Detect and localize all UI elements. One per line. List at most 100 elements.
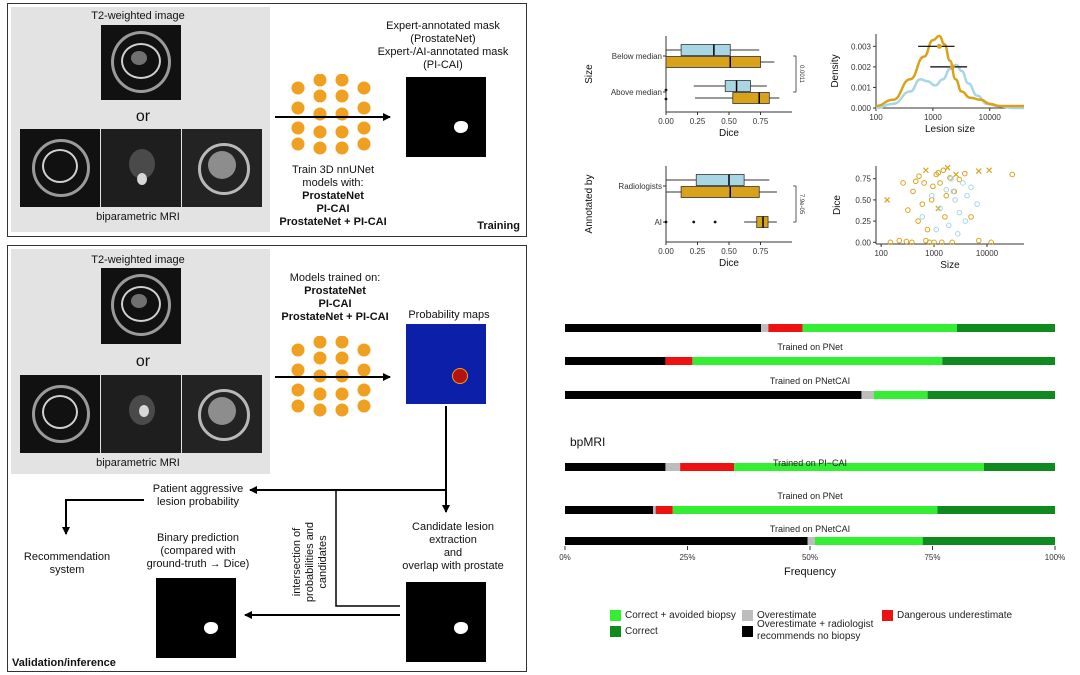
training-mask-label-2: (ProstateNet) xyxy=(410,33,476,45)
scatter-point xyxy=(964,192,970,199)
scatter-point xyxy=(976,237,982,244)
network-node xyxy=(313,141,327,155)
network-node xyxy=(291,399,305,413)
x-tick-label: 0% xyxy=(559,553,571,562)
training-bp-image-t2 xyxy=(20,129,100,207)
median-point xyxy=(936,43,942,49)
y-tick-label: Above median xyxy=(611,88,662,97)
x-tick-label: 75% xyxy=(924,553,940,562)
x-tick-label: 25% xyxy=(679,553,695,562)
scatter-point xyxy=(915,218,921,224)
median-point xyxy=(949,64,955,70)
scatter-point xyxy=(986,167,993,174)
network-node xyxy=(291,137,305,151)
network-node xyxy=(357,363,371,377)
network-node xyxy=(291,121,305,135)
bar-segment-black xyxy=(565,357,666,365)
legend-swatch-correct xyxy=(610,626,621,637)
scatter-point xyxy=(962,218,969,224)
network-node xyxy=(313,336,327,349)
scatter-point xyxy=(943,192,950,199)
bar-label: Trained on PNet xyxy=(777,491,843,501)
bar-label: Trained on PNet xyxy=(777,342,843,352)
network-node xyxy=(291,343,305,357)
network-node xyxy=(335,351,349,365)
bar-segment-red xyxy=(680,463,735,471)
bar-segment-dark-green xyxy=(927,391,1055,399)
validation-t2-label: T2-weighted image xyxy=(91,254,185,266)
x-axis-label: Frequency xyxy=(784,566,836,578)
validation-bp-image-adc xyxy=(182,375,262,453)
network-node xyxy=(357,383,371,397)
scatter-point xyxy=(912,178,919,185)
scatter-point xyxy=(950,188,957,195)
y-tick-label: 0.25 xyxy=(855,217,871,226)
validation-model-1: ProstateNet xyxy=(304,285,366,297)
validation-bp-label: biparametric MRI xyxy=(96,457,180,469)
probability-lesion xyxy=(452,368,468,384)
training-panel: T2-weighted image or biparametric MRI Ex… xyxy=(7,3,527,237)
network-node xyxy=(357,137,371,151)
candidate-label-3: and xyxy=(443,547,463,559)
training-bp-label: biparametric MRI xyxy=(96,211,180,223)
scatter-point xyxy=(921,180,927,186)
scatter-point xyxy=(956,209,963,216)
bar-segment-black xyxy=(565,506,654,514)
legend-correct-avoided: Correct + avoided biopsy xyxy=(625,610,736,621)
scatter-point xyxy=(944,164,951,171)
network-node xyxy=(357,101,371,115)
x-tick-label: 50% xyxy=(802,553,818,562)
binary-label-2: (compared with xyxy=(160,545,236,557)
legend-swatch-overestimate xyxy=(742,610,753,621)
network-node xyxy=(291,383,305,397)
y-tick-label: Below median xyxy=(612,52,662,61)
recommendation-label-1: Recommendation xyxy=(23,551,111,563)
validation-model-2: PI-CAI xyxy=(318,298,352,310)
scatter-point xyxy=(937,205,943,212)
scatter-point xyxy=(975,168,982,175)
scatter-point xyxy=(930,183,936,190)
scatter-point xyxy=(931,239,937,246)
network-node xyxy=(313,125,327,139)
y-axis-label: Size xyxy=(584,64,595,84)
density-curve xyxy=(875,34,1024,108)
scatter-point xyxy=(905,207,911,213)
training-mask-label-3: Expert-/AI-annotated mask xyxy=(377,46,509,58)
y-axis-label: Density xyxy=(830,54,841,87)
network-node xyxy=(357,399,371,413)
scatter-point xyxy=(943,186,950,193)
scatter-point xyxy=(960,180,966,186)
scatter-point xyxy=(956,176,963,183)
network-node xyxy=(357,343,371,357)
candidate-label-4: overlap with prostate xyxy=(402,560,504,572)
network-node xyxy=(313,74,327,87)
x-tick-label: 1000 xyxy=(925,249,943,258)
scatter-point xyxy=(933,226,940,233)
validation-model-3: ProstateNet + PI-CAI xyxy=(281,311,389,323)
probability-map-image xyxy=(406,324,486,404)
frequency-legend: Correct + avoided biopsy Correct Overest… xyxy=(600,607,1040,667)
flow-arrows xyxy=(62,113,450,619)
network-node xyxy=(313,387,327,401)
network-node xyxy=(291,81,305,95)
candidate-label-1: Candidate lesion xyxy=(412,521,494,533)
scatter-point xyxy=(1009,171,1016,178)
bar-segment-dark-green xyxy=(957,324,1055,332)
x-tick-label: 0.75 xyxy=(753,247,769,256)
bar-segment-gray xyxy=(761,324,769,332)
training-train-line-2: models with: xyxy=(302,177,364,189)
x-axis-label: Lesion size xyxy=(925,124,975,135)
scatter-point xyxy=(896,237,903,244)
outlier-point xyxy=(692,220,696,224)
bar-label: Trained on PNetCAI xyxy=(770,524,850,534)
scatter-point xyxy=(946,222,952,229)
scatter-point xyxy=(940,167,947,174)
scatter-point xyxy=(968,184,974,190)
patient-probability-label-2: lesion probability xyxy=(157,496,239,508)
significance-bracket xyxy=(793,185,797,223)
significance-bracket xyxy=(793,55,797,93)
bar-segment-dark-green xyxy=(942,357,1055,365)
network-node xyxy=(335,89,349,103)
scatter-point xyxy=(919,201,926,207)
